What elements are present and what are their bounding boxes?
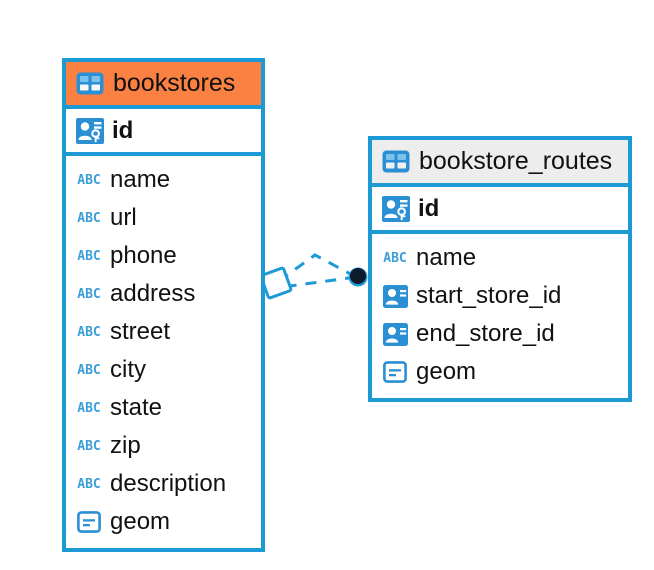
field-label-bookstores-address: address [110,280,196,307]
field-row-bookstores-description[interactable]: ABC description [66,465,261,503]
field-list-bookstores: ABC name ABC url ABC phone ABC address A… [66,156,261,548]
field-label-bookstores-id: id [112,116,134,144]
text-type-icon: ABC [77,210,101,226]
field-row-bookstore-routes-id[interactable]: id [372,187,628,234]
field-label-bookstores-name: name [110,166,171,193]
primary-key-icon [76,117,104,144]
geometry-type-icon [382,361,408,383]
field-row-bookstores-url[interactable]: ABC url [66,199,261,237]
field-row-bookstores-phone[interactable]: ABC phone [66,237,261,275]
field-label-bookstore-routes-start-store-id: start_store_id [416,282,562,309]
text-type-icon: ABC [77,172,101,188]
field-row-bookstore-routes-name[interactable]: ABC name [372,239,628,277]
entity-header-bookstore-routes[interactable]: bookstore_routes [372,140,628,187]
geometry-type-icon [76,511,102,533]
field-label-bookstores-url: url [110,204,137,231]
text-type-icon: ABC [77,400,101,416]
field-label-bookstore-routes-id: id [418,194,440,222]
field-label-bookstores-zip: zip [110,432,141,459]
field-row-bookstores-name[interactable]: ABC name [66,161,261,199]
field-label-bookstores-street: street [110,318,171,345]
relationship-endpoint-diamond [259,266,293,300]
field-row-bookstores-state[interactable]: ABC state [66,389,261,427]
text-type-icon: ABC [77,324,101,340]
relationship-line-end-store-id [278,253,357,283]
field-row-bookstores-street[interactable]: ABC street [66,313,261,351]
field-label-bookstores-geom: geom [110,508,171,535]
text-type-icon: ABC [77,438,101,454]
entity-bookstore-routes[interactable]: bookstore_routes id ABC name [368,136,632,402]
entity-bookstores[interactable]: bookstores id ABC name [62,58,265,552]
field-label-bookstores-phone: phone [110,242,177,269]
field-label-bookstore-routes-end-store-id: end_store_id [416,320,555,347]
field-row-bookstores-geom[interactable]: geom [66,503,261,541]
field-label-bookstores-description: description [110,470,227,497]
table-icon [76,72,104,95]
primary-key-icon [382,195,410,222]
relationship-endpoint-circle [348,267,368,287]
entity-header-bookstores[interactable]: bookstores [66,62,261,109]
field-row-bookstores-address[interactable]: ABC address [66,275,261,313]
text-type-icon: ABC [77,248,101,264]
text-type-icon: ABC [77,286,101,302]
relationship-line-start-store-id [282,275,357,289]
field-row-bookstores-city[interactable]: ABC city [66,351,261,389]
foreign-key-icon [382,322,408,346]
field-label-bookstore-routes-name: name [416,244,477,271]
field-row-bookstore-routes-geom[interactable]: geom [372,353,628,391]
field-list-bookstore-routes: ABC name start_store_id [372,234,628,398]
field-row-bookstore-routes-start-store-id[interactable]: start_store_id [372,277,628,315]
field-label-bookstores-city: city [110,356,146,383]
field-row-bookstores-id[interactable]: id [66,109,261,156]
field-row-bookstore-routes-end-store-id[interactable]: end_store_id [372,315,628,353]
text-type-icon: ABC [77,476,101,492]
table-icon [382,150,410,173]
field-row-bookstores-zip[interactable]: ABC zip [66,427,261,465]
foreign-key-icon [382,284,408,308]
text-type-icon: ABC [77,362,101,378]
entity-title-bookstores: bookstores [113,69,236,97]
text-type-icon: ABC [383,250,407,266]
field-label-bookstores-state: state [110,394,163,421]
field-label-bookstore-routes-geom: geom [416,358,477,385]
entity-title-bookstore-routes: bookstore_routes [419,147,613,175]
